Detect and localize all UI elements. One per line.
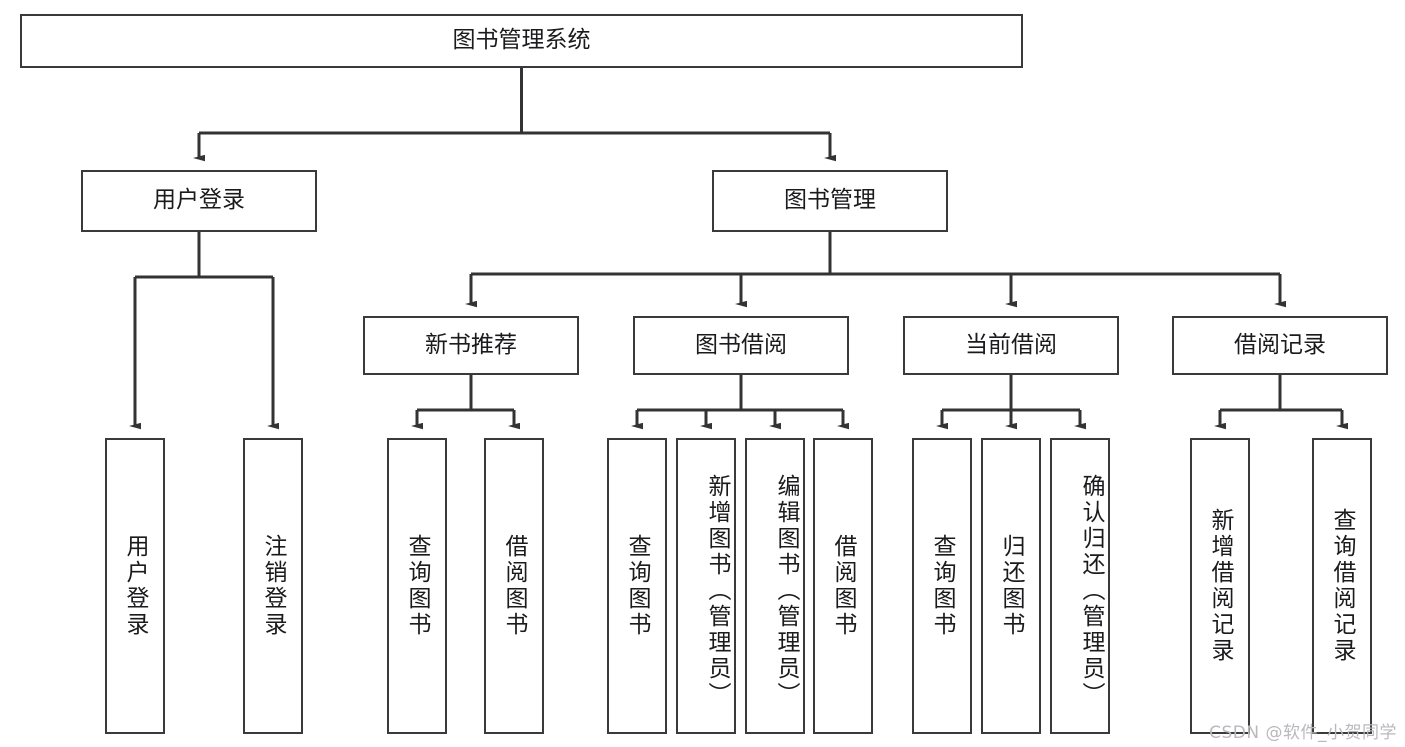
node-leaf-8-label: 查询图书: [929, 534, 955, 638]
node-level3-0-label: 新书推荐: [425, 331, 517, 358]
node-leaf-3-label: 借阅图书: [501, 534, 527, 638]
node-leaf-1[interactable]: 注销登录: [243, 438, 303, 734]
node-level2-1[interactable]: 图书管理: [712, 170, 948, 232]
node-leaf-6-label: 编辑图书（管理员）: [773, 474, 799, 708]
node-leaf-7[interactable]: 借阅图书: [813, 438, 873, 734]
node-level2-0[interactable]: 用户登录: [81, 170, 317, 232]
node-leaf-0-label: 用户登录: [122, 534, 148, 638]
node-level2-1-label: 图书管理: [784, 187, 876, 214]
node-level3-2[interactable]: 当前借阅: [903, 316, 1119, 375]
node-leaf-9-label: 归还图书: [998, 534, 1024, 638]
node-leaf-2[interactable]: 查询图书: [387, 438, 447, 734]
node-level3-0[interactable]: 新书推荐: [363, 316, 579, 375]
node-leaf-1-label: 注销登录: [260, 534, 286, 638]
node-leaf-2-label: 查询图书: [404, 534, 430, 638]
node-leaf-6[interactable]: 编辑图书（管理员）: [745, 438, 805, 734]
node-leaf-10-label: 确认归还（管理员）: [1078, 474, 1104, 708]
watermark: CSDN @软件_小贺同学: [1209, 723, 1397, 743]
node-leaf-0[interactable]: 用户登录: [105, 438, 165, 734]
node-level3-3-label: 借阅记录: [1234, 331, 1326, 358]
node-level3-1-label: 图书借阅: [695, 331, 787, 358]
node-leaf-8[interactable]: 查询图书: [912, 438, 972, 734]
node-leaf-10[interactable]: 确认归还（管理员）: [1050, 438, 1110, 734]
node-root-label: 图书管理系统: [452, 27, 591, 54]
node-level3-1[interactable]: 图书借阅: [633, 316, 849, 375]
node-leaf-7-label: 借阅图书: [830, 534, 856, 638]
node-leaf-4[interactable]: 查询图书: [607, 438, 667, 734]
node-level2-0-label: 用户登录: [153, 187, 245, 214]
node-leaf-4-label: 查询图书: [624, 534, 650, 638]
node-level3-3[interactable]: 借阅记录: [1172, 316, 1388, 375]
node-leaf-9[interactable]: 归还图书: [981, 438, 1041, 734]
node-leaf-11-label: 新增借阅记录: [1207, 508, 1233, 664]
node-leaf-11[interactable]: 新增借阅记录: [1190, 438, 1250, 734]
node-level3-2-label: 当前借阅: [965, 331, 1057, 358]
node-leaf-5-label: 新增图书（管理员）: [704, 474, 730, 708]
node-leaf-12-label: 查询借阅记录: [1329, 508, 1355, 664]
node-leaf-5[interactable]: 新增图书（管理员）: [676, 438, 736, 734]
node-leaf-3[interactable]: 借阅图书: [484, 438, 544, 734]
node-root[interactable]: 图书管理系统: [20, 14, 1023, 68]
node-leaf-12[interactable]: 查询借阅记录: [1312, 438, 1372, 734]
